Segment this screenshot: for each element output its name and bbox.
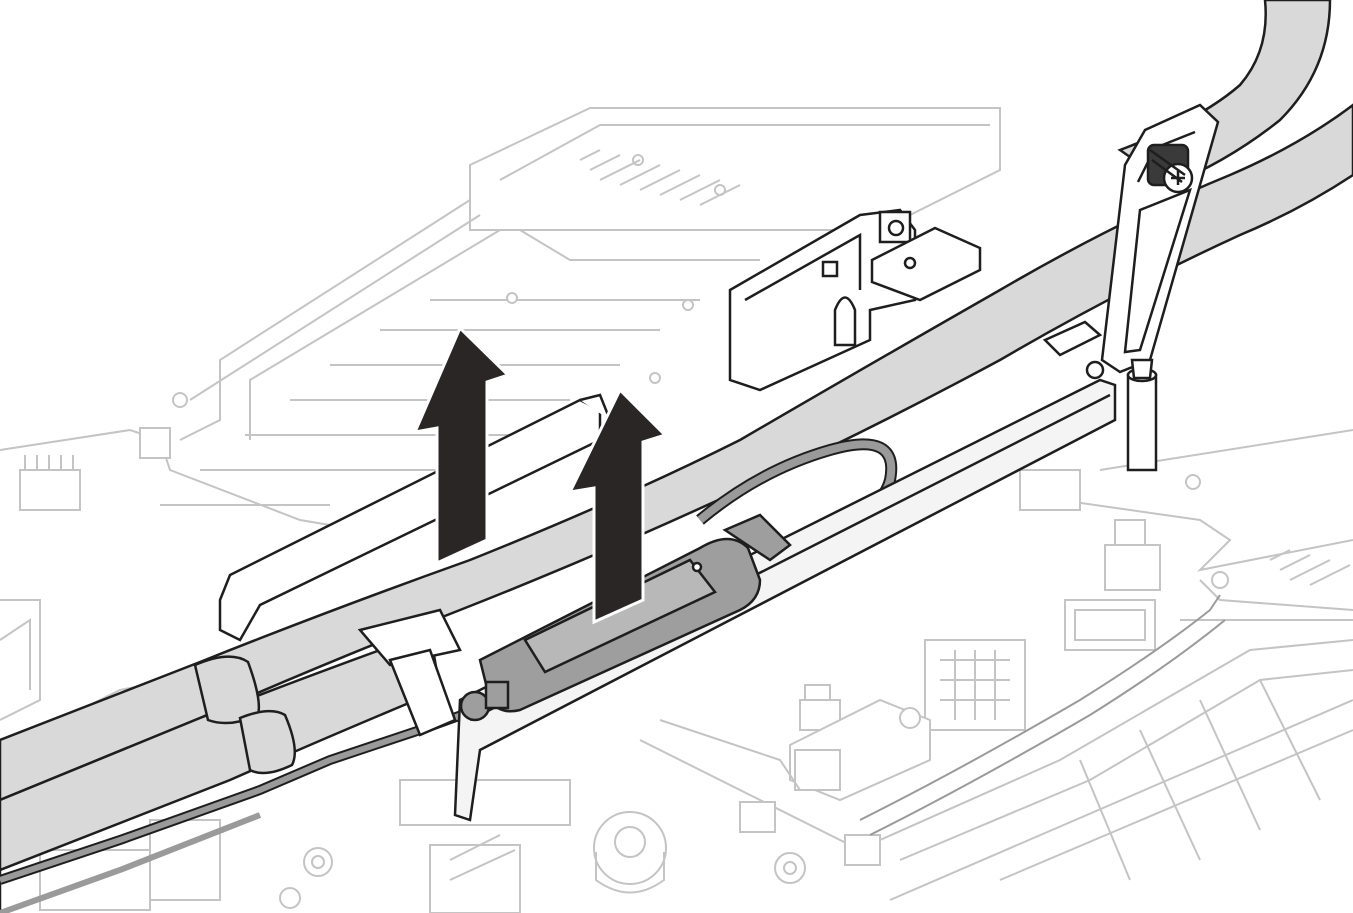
lift-arrow-right	[567, 387, 668, 625]
leak-sensor-module	[459, 513, 792, 722]
up-arrow-icon	[412, 325, 511, 566]
up-arrow-icon	[567, 387, 668, 625]
thumbscrew-icon	[1146, 143, 1194, 194]
cold-plate-bracket	[728, 208, 1103, 392]
lift-arrow-left	[412, 325, 511, 566]
hose-tray	[218, 378, 1117, 822]
hose-latch	[1085, 103, 1220, 472]
